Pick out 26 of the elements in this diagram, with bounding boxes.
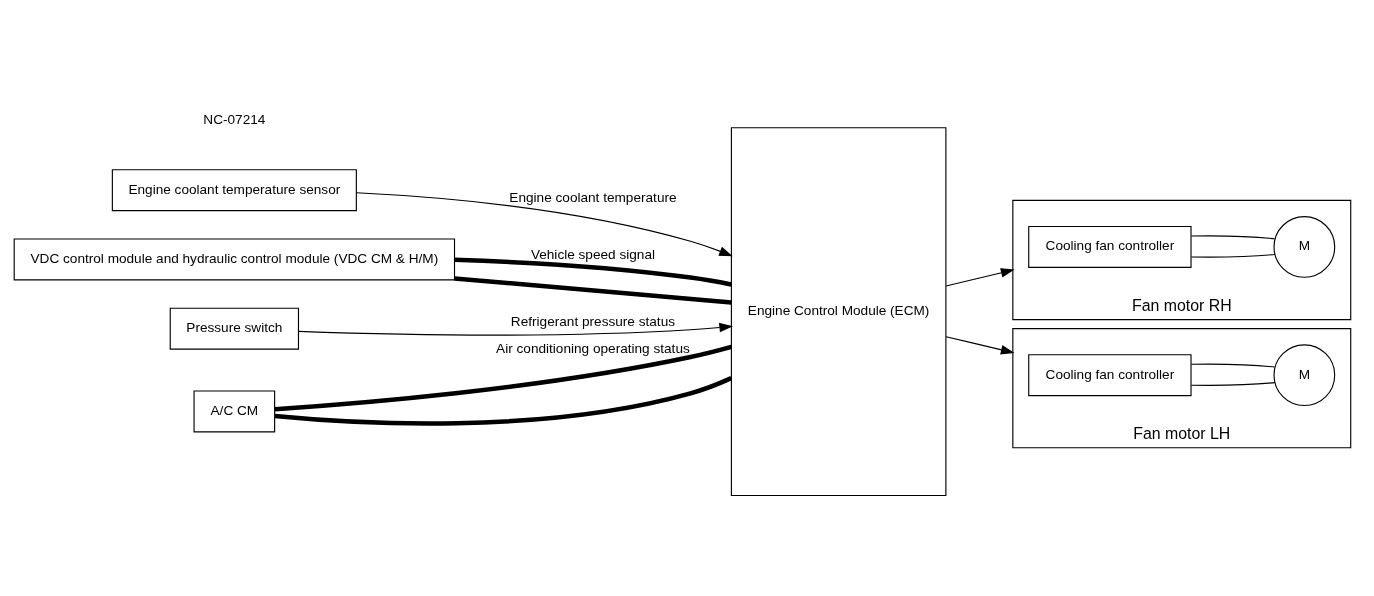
node-box: Engine coolant temperature sensor [111,169,357,212]
edge-label: Air conditioning operating status [496,341,690,357]
edge-label: Vehicle speed signal [530,246,655,262]
node-box: VDC control module and hydraulic control module (VDC CM & H/M) [13,238,456,281]
node-box: A/C CM [193,390,276,433]
connector [1190,235,1276,240]
node-box: Pressure switch [169,307,300,350]
edge-label: Engine coolant temperature [509,190,677,206]
connector [1190,363,1276,368]
node-circle: M [1273,344,1336,407]
arrow [297,322,733,336]
connector [1190,382,1276,386]
connector [1190,253,1276,258]
arrow [945,336,1015,355]
label: NC-07214 [203,112,266,128]
node-box: Cooling fan controller [1028,354,1192,397]
edge-label: Refrigerant pressure status [510,313,676,329]
node-box: Cooling fan controller [1028,225,1192,268]
connector [274,344,732,412]
connector [454,257,732,287]
arrow [355,192,733,257]
node-box: Engine Control Module (ECM) [730,127,947,497]
connector [454,276,732,305]
node-circle: M [1273,216,1336,278]
connector [274,376,733,426]
arrow [945,268,1015,287]
